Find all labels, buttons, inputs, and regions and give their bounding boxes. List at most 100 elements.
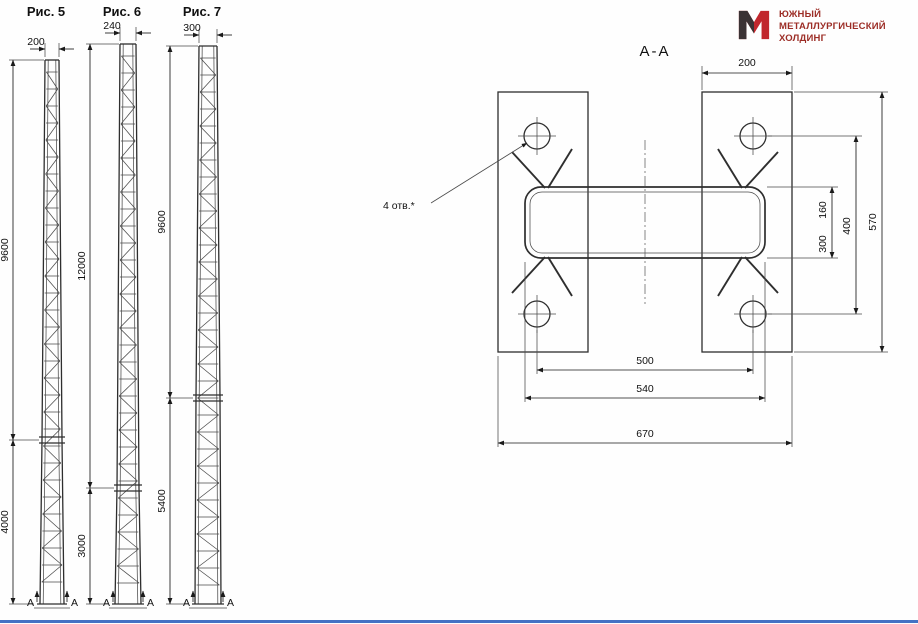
logo-m-dark-shape	[738, 10, 754, 40]
lattice-diagonal	[43, 394, 61, 413]
upper-height-dim-label: 9600	[0, 238, 11, 262]
lattice-diagonal	[199, 108, 217, 127]
dim-member-length: 540	[524, 262, 766, 402]
lower-height-dim-label: 5400	[156, 489, 168, 513]
lattice-diagonal	[121, 55, 135, 74]
dim-plate-width: 200	[701, 57, 793, 90]
lattice-diagonal	[118, 463, 138, 482]
lattice-diagonal	[44, 292, 60, 311]
figure-label: Рис. 7	[183, 4, 221, 19]
lattice-diagonal	[45, 122, 59, 141]
logo-line-1: ЮЖНЫЙ	[779, 9, 822, 20]
dim-label: 570	[867, 213, 879, 231]
top-width-dim-label: 200	[27, 36, 45, 48]
lattice-diagonal	[118, 395, 138, 414]
lattice-diagonal	[45, 88, 59, 107]
lattice-diagonal	[120, 191, 136, 210]
dim-label: 300	[817, 235, 829, 253]
lattice-diagonal	[197, 363, 219, 382]
lattice-diagonal	[119, 259, 137, 278]
lattice-diagonal	[120, 174, 136, 193]
lattice-diagonal	[41, 530, 62, 549]
lattice-diagonal	[119, 344, 137, 363]
lattice-diagonal	[198, 176, 217, 195]
pole-chord	[216, 45, 222, 605]
lattice-diagonal	[116, 548, 139, 567]
lattice-diagonal	[46, 71, 59, 90]
lattice-diagonal	[44, 275, 60, 294]
section-plates	[497, 91, 793, 353]
gusset-rib	[717, 148, 743, 189]
lattice-diagonal	[43, 360, 61, 379]
section-title: А-А	[639, 43, 670, 60]
gusset-rib	[547, 148, 573, 189]
dim-hole-spacing-h: 500	[536, 330, 754, 374]
lattice-diagonal	[197, 346, 219, 365]
lattice-diagonal	[198, 278, 218, 297]
lattice-diagonal	[200, 57, 217, 76]
lower-height-dim-label: 3000	[76, 534, 88, 558]
logo-line-2: МЕТАЛЛУРГИЧЕСКИЙ	[779, 20, 886, 32]
dim-label: 160	[817, 201, 829, 219]
holes-note: 4 отв.*	[383, 200, 415, 212]
lattice-diagonal	[44, 241, 60, 260]
gusset-rib	[511, 151, 546, 189]
lattice-diagonal	[198, 295, 219, 314]
lattice-diagonal	[43, 377, 61, 396]
bottom-accent-bar	[0, 620, 918, 623]
section-mark-left: А	[103, 597, 110, 609]
lattice-diagonal	[196, 516, 220, 535]
upper-height-dim-label: 9600	[156, 210, 168, 234]
lattice-diagonal	[44, 258, 60, 277]
lattice-diagonal	[197, 431, 219, 450]
lattice-diagonal	[118, 480, 138, 499]
dim-overall-width: 670	[497, 356, 793, 447]
dim-label: 200	[738, 57, 756, 69]
lattice-diagonal	[197, 414, 219, 433]
lattice-diagonal	[199, 91, 217, 110]
lattice-diagonal	[120, 106, 136, 125]
lattice-diagonal	[119, 361, 138, 380]
lattice-diagonal	[118, 429, 138, 448]
lattice-diagonal	[119, 242, 137, 261]
lattice-diagonal	[199, 159, 217, 178]
dim-label: 500	[636, 355, 654, 367]
holes-callout: 4 отв.*	[383, 142, 528, 212]
lattice-diagonal	[43, 445, 62, 464]
figure-label: Рис. 5	[27, 4, 65, 19]
logo-text: ЮЖНЫЙ МЕТАЛЛУРГИЧЕСКИЙ ХОЛДИНГ	[779, 8, 886, 45]
lattice-diagonal	[196, 482, 220, 501]
section-mark-right: А	[147, 597, 154, 609]
lattice-diagonal	[196, 533, 220, 552]
dim-overall-height: 570	[794, 91, 888, 353]
pole-cross-section	[524, 140, 766, 304]
pole-chord	[135, 43, 142, 605]
lattice-diagonal	[45, 156, 59, 175]
lattice-diagonal	[198, 210, 218, 229]
leader-line	[430, 142, 528, 204]
lattice-diagonal	[196, 465, 220, 484]
lattice-diagonal	[44, 309, 60, 328]
figure-label: Рис. 6	[103, 4, 141, 19]
lattice-diagonal	[42, 496, 62, 515]
logo-line-3: ХОЛДИНГ	[779, 32, 827, 44]
left-plate	[497, 91, 589, 353]
lattice-diagonal	[119, 208, 136, 227]
lattice-diagonal	[196, 567, 220, 586]
lattice-diagonal	[118, 378, 138, 397]
pole-chord	[58, 59, 65, 605]
lattice-diagonal	[197, 312, 219, 331]
lattice-diagonal	[45, 207, 60, 226]
pole-chord	[39, 59, 46, 605]
lattice-diagonal	[120, 89, 136, 108]
gusset-ribs	[511, 148, 779, 297]
lattice-diagonal	[45, 190, 59, 209]
lattice-diagonal	[199, 74, 217, 93]
gusset-rib	[744, 256, 779, 294]
pole-chord-inner	[55, 59, 62, 605]
pole-chord	[194, 45, 200, 605]
